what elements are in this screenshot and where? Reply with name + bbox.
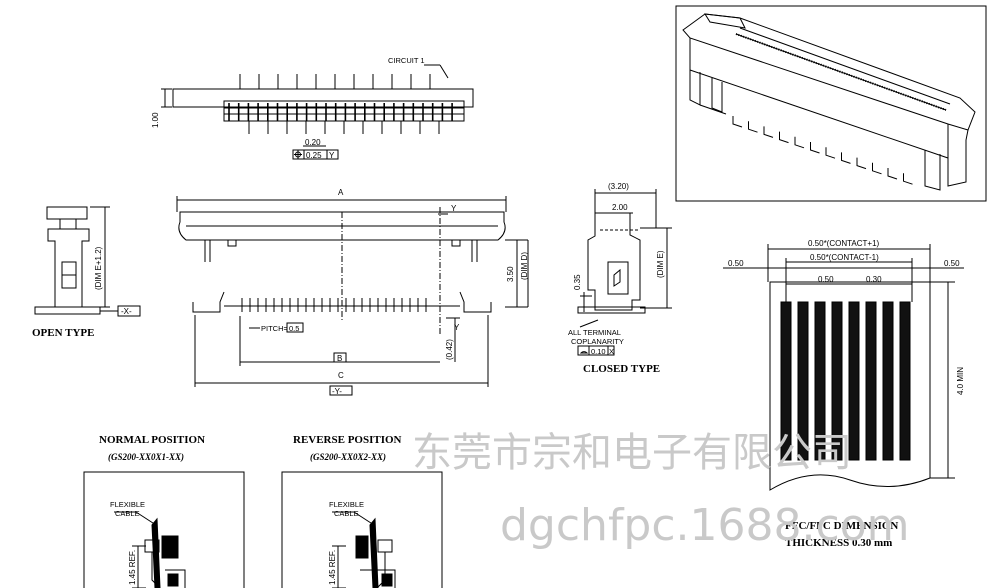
fpc-title-line2: THICKNESS 0.30 mm: [785, 537, 892, 549]
watermark-company: 东莞市宗和电子有限公司: [412, 430, 852, 476]
fpc-pitch-a: 0.50: [818, 275, 834, 284]
fpc-dim-top: 0.50*(CONTACT+1): [808, 239, 880, 248]
coplanarity-line2: COPLANARITY: [571, 337, 624, 346]
fpc-conductor: [899, 301, 911, 461]
top-view-inner-pins: [228, 103, 453, 121]
dim-c: C: [338, 371, 344, 380]
dim-e: (DIM E): [656, 250, 665, 278]
pitch-label: PITCH=: [261, 324, 289, 333]
fpc-conductor: [848, 301, 860, 461]
top-view: [161, 64, 474, 160]
iso-terminal: [748, 121, 758, 133]
open-type-view: [34, 206, 141, 317]
reverse-ref-dim: 1.45 REF.: [328, 550, 337, 585]
pitch-value: 0.5: [289, 324, 299, 333]
fpc-pitch-b: 0.30: [866, 275, 882, 284]
iso-terminal: [872, 162, 882, 175]
isometric-view: [675, 5, 987, 202]
coplanarity-line1: ALL TERMINAL: [568, 328, 621, 337]
watermark-domain: dgchfpc.1688.com: [500, 500, 909, 551]
main-front-view: [176, 196, 529, 396]
normal-cable-line1: FLEXIBLE: [110, 500, 145, 509]
isometric-terminals: [732, 116, 913, 185]
top-view-body: [172, 88, 474, 108]
isometric-frame: [675, 5, 987, 202]
main-height-dim: 3.50: [506, 266, 515, 282]
fpc-conductor: [865, 301, 877, 461]
top-view-upper-pins: [239, 74, 431, 89]
fpc-conductor: [814, 301, 826, 461]
closed-width-inner: 2.00: [612, 203, 628, 212]
normal-cable-line2: CABLE: [115, 509, 140, 518]
fpc-conductors: [780, 301, 911, 461]
open-height-dim: (DIM E+1.2): [94, 246, 103, 290]
reverse-cable-line1: FLEXIBLE: [329, 500, 364, 509]
fpc-conductor: [797, 301, 809, 461]
label-y-top: Y: [451, 204, 457, 213]
fpc-right-margin: 0.50: [944, 259, 960, 268]
iso-terminal: [841, 152, 851, 164]
top-pitch-dim: 0.20: [305, 138, 321, 147]
iso-terminal: [856, 157, 867, 170]
open-datum: -X-: [121, 307, 132, 316]
open-type-title: OPEN TYPE: [32, 327, 94, 339]
reverse-cable-line2: CABLE: [334, 509, 359, 518]
reverse-position-view: [281, 471, 443, 588]
iso-terminal: [794, 136, 805, 149]
dim-d: (DIM D): [520, 252, 529, 280]
top-view-lower-pins: [248, 121, 440, 134]
fpc-dim-second: 0.50*(CONTACT-1): [810, 253, 879, 262]
coplanarity-value: 0.10: [591, 347, 606, 356]
fpc-dimension-view: [723, 244, 964, 491]
closed-width-outer: (3.20): [608, 182, 629, 191]
normal-position-part: (GS200-XX0X1-XX): [108, 452, 184, 462]
label-y-bottom: Y: [454, 323, 460, 332]
iso-terminal: [779, 131, 789, 144]
fpc-conductor: [882, 301, 894, 461]
datum-y: -Y-: [332, 387, 342, 396]
top-view-contact-area: [223, 100, 465, 122]
top-tolerance-value: 0.25: [306, 151, 322, 160]
dim-b: B: [337, 354, 342, 363]
iso-terminal: [810, 142, 820, 154]
fpc-title-line1: FFC/FPC DIMENSION: [785, 520, 898, 532]
closed-type-view: [577, 189, 672, 356]
closed-type-title: CLOSED TYPE: [583, 363, 660, 375]
closed-height-small: 0.35: [573, 274, 582, 290]
normal-ref-dim: 1.45 REF.: [128, 550, 137, 585]
dim-a: A: [338, 188, 344, 197]
top-height-dim: 1.00: [151, 112, 160, 128]
iso-terminal: [903, 173, 913, 185]
iso-terminal: [763, 126, 774, 138]
fpc-length-min: 4.0 MIN: [956, 367, 965, 395]
iso-terminal: [825, 147, 836, 159]
normal-position-view: [83, 471, 245, 588]
normal-position-title: NORMAL POSITION: [99, 434, 205, 446]
iso-terminal: [732, 116, 743, 128]
top-datum: Y: [329, 151, 335, 160]
reverse-position-part: (GS200-XX0X2-XX): [310, 452, 386, 462]
iso-terminal: [887, 168, 898, 180]
main-view-terminals: [241, 298, 427, 312]
tolerance-frame: [292, 149, 339, 160]
offset-dim: (0.42): [445, 339, 454, 360]
fpc-left-margin: 0.50: [728, 259, 744, 268]
fpc-conductor: [831, 301, 843, 461]
reverse-position-title: REVERSE POSITION: [293, 434, 402, 446]
coplanarity-datum: X: [609, 347, 614, 356]
circuit-label: CIRCUIT 1: [388, 56, 425, 65]
